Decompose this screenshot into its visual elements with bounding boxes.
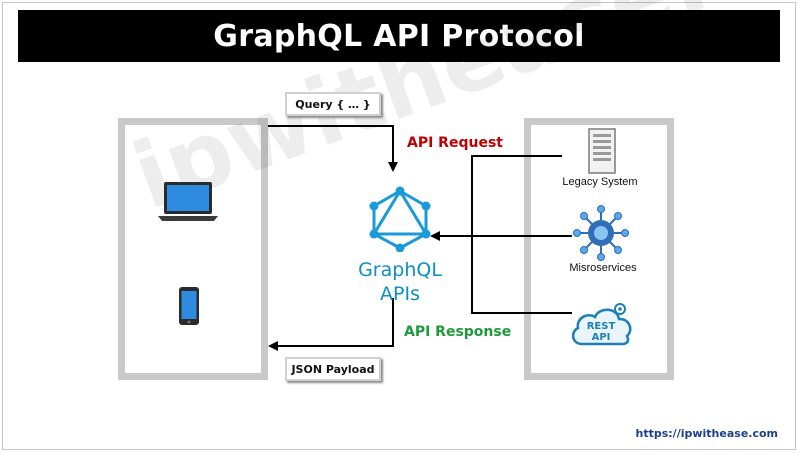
response-arrow (268, 298, 394, 351)
laptop-icon (158, 182, 218, 221)
graphql-logo-icon (369, 186, 431, 252)
legacy-connector (471, 155, 572, 314)
page-title: GraphQL API Protocol (213, 18, 585, 54)
api-request-label: API Request (407, 135, 503, 151)
json-payload-label: JSON Payload (285, 357, 381, 381)
graphql-label-line1: GraphQL (358, 259, 442, 281)
graphql-label-line2: APIs (380, 283, 420, 305)
smartphone-icon (179, 287, 199, 325)
request-arrow (268, 125, 398, 172)
client-panel (118, 118, 268, 380)
rest-text: REST (587, 321, 616, 332)
api-text: API (592, 332, 611, 343)
legacy-system-label: Legacy System (562, 176, 638, 188)
api-response-label: API Response (404, 324, 512, 340)
footer-url-link[interactable]: https://ipwithease.com (635, 427, 778, 440)
server-icon (588, 128, 616, 174)
title-bar: GraphQL API Protocol (18, 10, 780, 62)
microservices-label: Misroservices (569, 262, 637, 274)
microservices-icon (573, 205, 629, 261)
query-label: Query { … } (285, 92, 381, 116)
rest-api-cloud-icon: REST API (571, 303, 632, 346)
graphql-apis-label: GraphQL APIs (350, 258, 450, 306)
